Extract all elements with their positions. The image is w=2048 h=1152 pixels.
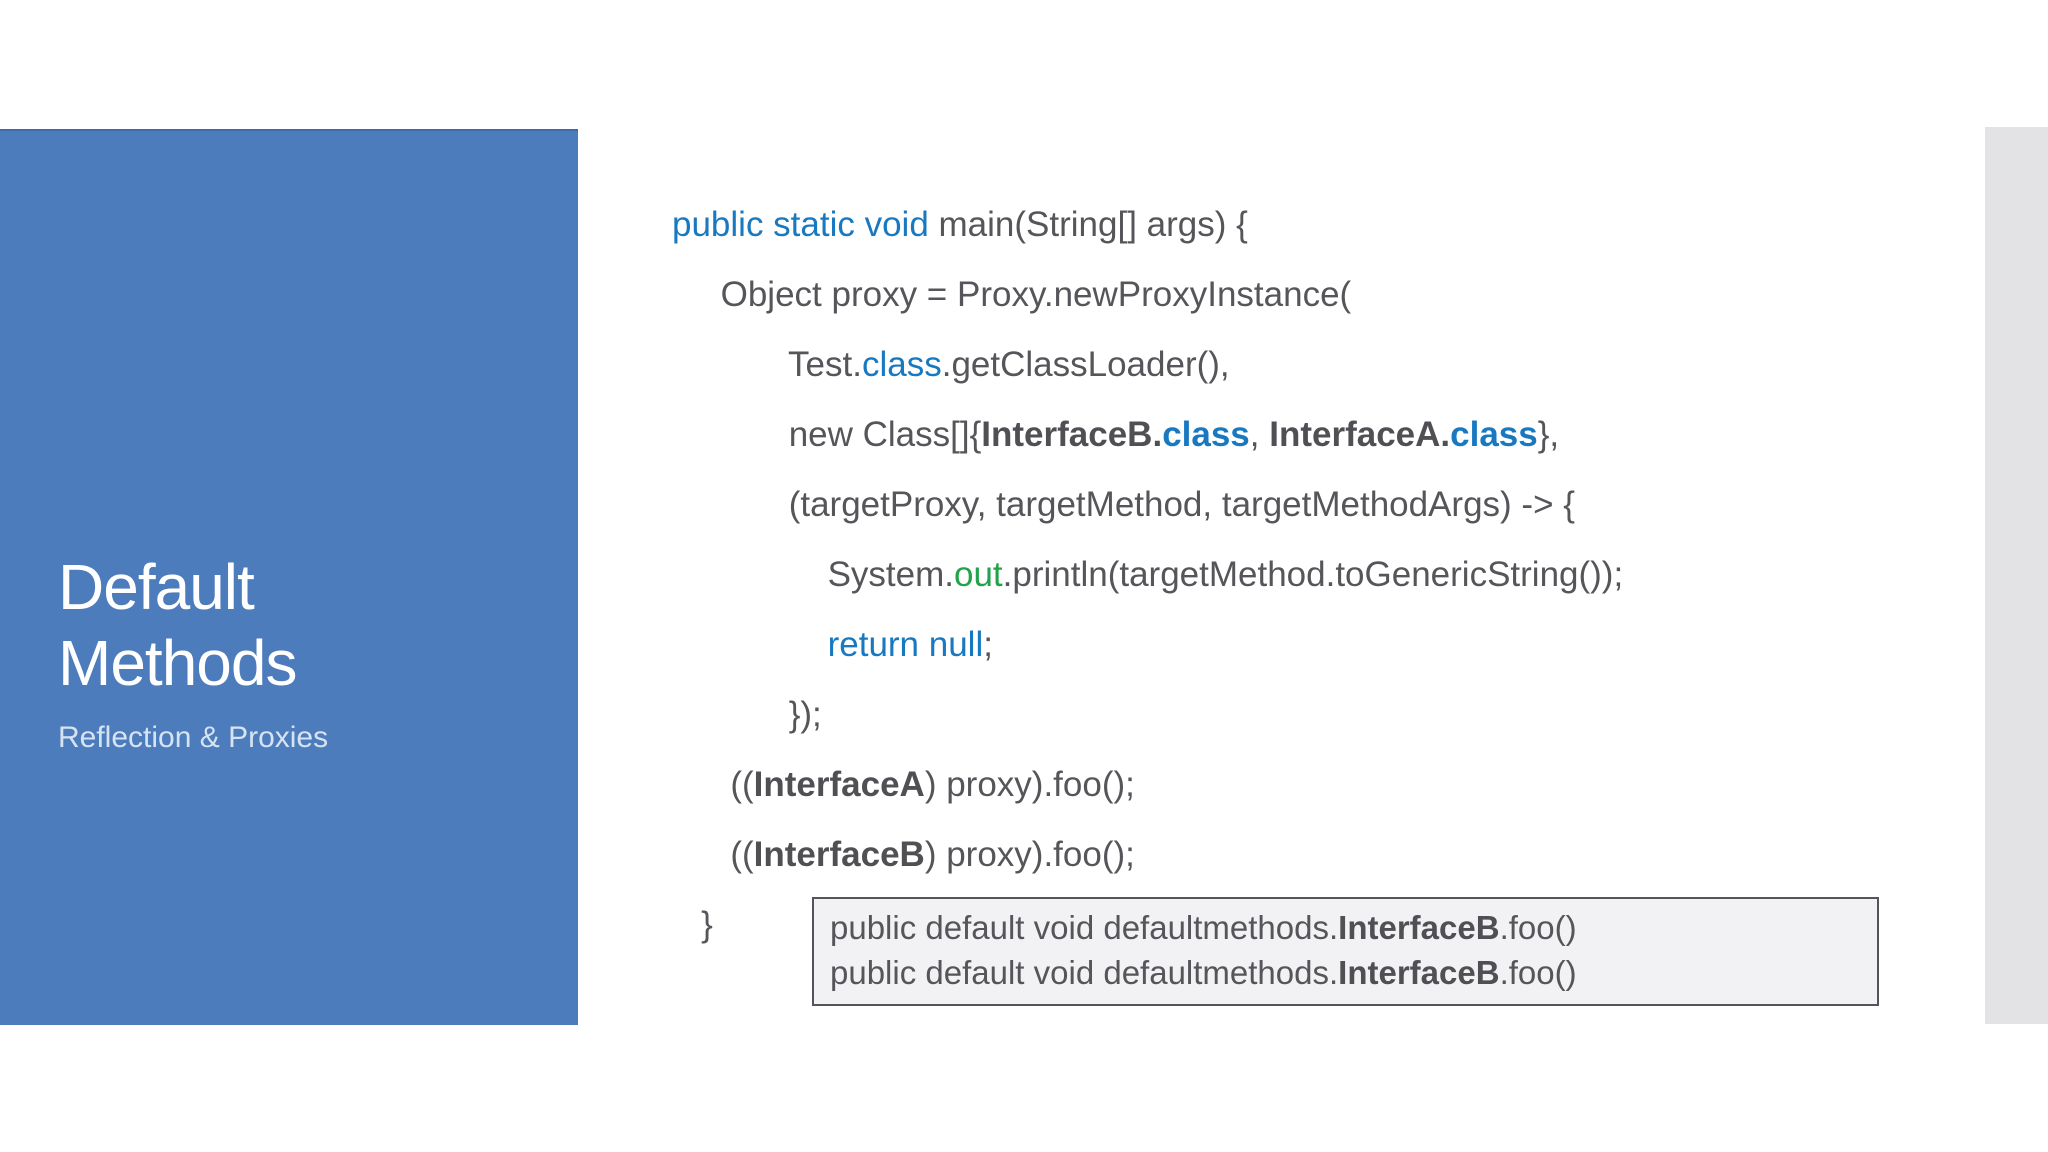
code-line: Test.class.getClassLoader(), [672,330,1972,400]
code-segment: InterfaceB [1338,954,1500,991]
code-segment: }); [672,695,822,734]
code-segment: }, [1537,415,1560,454]
code-segment: public static void [672,205,939,244]
code-line: return null; [672,610,1972,680]
code-segment: InterfaceB [753,835,925,874]
code-segment: Object proxy = Proxy.newProxyInstance( [672,275,1352,314]
next-slide-edge [1985,127,2048,1024]
code-segment: class [861,345,942,384]
code-line: }); [672,680,1972,750]
code-line: Object proxy = Proxy.newProxyInstance( [672,260,1972,330]
code-line: public default void defaultmethods.Inter… [830,905,1863,950]
code-line: System.out.println(targetMethod.toGeneri… [672,540,1972,610]
code-segment: .println(targetMethod.toGenericString())… [1002,555,1624,594]
code-segment: Test. [672,345,862,384]
code-segment: main(String[] args) { [938,205,1248,244]
code-segment: public default void defaultmethods. [830,909,1339,946]
code-segment: System. [672,555,954,594]
code-segment: ; [983,625,993,664]
code-segment: class [1162,415,1250,454]
code-segment: return null [827,625,984,664]
code-segment: .foo() [1499,909,1577,946]
code-segment: InterfaceA [753,765,925,804]
code-segment: new Class[]{ [672,415,982,454]
code-segment: .foo() [1499,954,1577,991]
code-segment: out [954,555,1003,594]
code-line: public static void main(String[] args) { [672,190,1972,260]
code-line: (targetProxy, targetMethod, targetMethod… [672,470,1972,540]
code-segment: class [1450,415,1538,454]
code-segment [672,625,828,664]
code-line: } [672,890,1972,960]
code-block: public static void main(String[] args) {… [672,190,1972,960]
slide-title: Default Methods [58,551,297,699]
code-segment: InterfaceB [1338,909,1500,946]
code-segment: .getClassLoader(), [941,345,1230,384]
code-segment: InterfaceB. [981,415,1163,454]
code-line: public default void defaultmethods.Inter… [830,950,1863,995]
console-output-box: public default void defaultmethods.Inter… [812,897,1879,1006]
code-line: ((InterfaceB) proxy).foo(); [672,820,1972,890]
slide-subtitle: Reflection & Proxies [58,721,329,754]
code-line: ((InterfaceA) proxy).foo(); [672,750,1972,820]
code-line: new Class[]{InterfaceB.class, InterfaceA… [672,400,1972,470]
code-segment: ) proxy).foo(); [924,765,1135,804]
code-segment: ) proxy).foo(); [924,835,1135,874]
code-segment: (( [672,835,754,874]
code-segment: } [672,905,713,944]
code-segment: , [1249,415,1270,454]
code-segment: InterfaceA. [1269,415,1451,454]
code-segment: (targetProxy, targetMethod, targetMethod… [672,485,1575,524]
title-panel: Default Methods Reflection & Proxies [0,129,578,1025]
code-segment: (( [672,765,754,804]
code-segment: public default void defaultmethods. [830,954,1339,991]
